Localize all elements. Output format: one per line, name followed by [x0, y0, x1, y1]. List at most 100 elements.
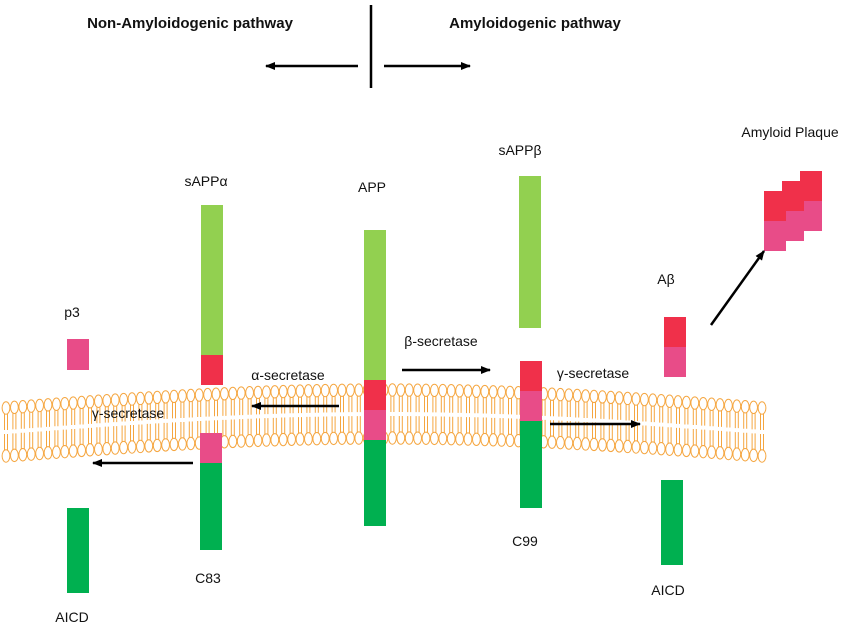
lipid-head — [480, 432, 490, 447]
amyloid-plaque-label: Amyloid Plaque — [741, 124, 838, 140]
lipid-head — [724, 398, 733, 413]
sappa-label: sAPPα — [184, 173, 227, 189]
lipid-head — [757, 449, 767, 463]
lipid-head — [354, 431, 364, 445]
lipid-head — [295, 432, 305, 446]
lipid-head — [698, 396, 708, 411]
lipid-head — [60, 396, 70, 411]
lipid-head — [253, 385, 263, 400]
c83-pink-segment — [200, 433, 222, 463]
sappa-red-segment — [201, 355, 223, 385]
lipid-head — [94, 442, 103, 456]
lipid-head — [304, 432, 313, 446]
aicd-left-label: AICD — [55, 609, 88, 625]
lipid-head — [757, 401, 767, 415]
lipid-head — [572, 388, 582, 403]
lipid-head — [346, 383, 355, 397]
lipid-head — [119, 392, 128, 407]
lipid-tail — [600, 402, 605, 439]
lipid-head — [94, 394, 103, 408]
lipid-tail — [642, 405, 647, 442]
lipid-tail — [508, 398, 512, 435]
lipid-tail — [37, 411, 42, 448]
lipid-head — [682, 395, 691, 410]
lipid-head — [430, 383, 439, 398]
lipid-head — [43, 446, 53, 460]
lipid-tail — [415, 396, 420, 433]
lipid-head — [446, 383, 456, 398]
lipid-tail — [760, 414, 764, 450]
c99-red-segment — [520, 361, 542, 391]
lipid-head — [623, 391, 632, 406]
lipid-head — [287, 432, 297, 447]
lipid-head — [505, 433, 515, 448]
p3-fragment — [67, 339, 89, 370]
lipid-head — [665, 394, 674, 408]
lipid-tail — [634, 405, 638, 441]
lipid-head — [203, 387, 213, 402]
lipid-head — [472, 432, 481, 447]
lipid-head — [35, 398, 44, 413]
lipid-head — [236, 386, 246, 400]
lipid-head — [60, 444, 70, 459]
lipid-head — [77, 443, 86, 458]
beta-secretase-label: β-secretase — [404, 333, 478, 349]
c99-label: C99 — [512, 533, 538, 549]
p3-label: p3 — [64, 304, 80, 320]
lipid-head — [598, 390, 607, 404]
lipid-head — [127, 440, 137, 454]
lipid-tail — [743, 412, 748, 449]
lipid-head — [656, 393, 666, 408]
lipid-head — [10, 400, 19, 415]
lipid-head — [110, 393, 120, 407]
lipid-tail — [214, 400, 218, 437]
lipid-tail — [298, 397, 302, 434]
lipid-head — [77, 395, 86, 410]
lipid-head — [245, 386, 255, 400]
lipid-head — [278, 384, 288, 399]
lipid-head — [43, 398, 53, 412]
lipid-head — [556, 435, 565, 450]
lipid-head — [606, 438, 616, 453]
lipid-tail — [692, 409, 697, 446]
lipid-head — [18, 448, 28, 462]
lipid-tail — [701, 409, 706, 446]
lipid-head — [329, 431, 339, 446]
lipid-head — [127, 392, 137, 406]
lipid-tail — [659, 406, 664, 443]
app-label: APP — [358, 179, 386, 195]
lipid-tail — [331, 396, 336, 433]
lipid-tail — [709, 410, 714, 447]
lipid-head — [421, 383, 431, 397]
lipid-tail — [474, 397, 479, 434]
alpha-secretase-label: α-secretase — [251, 367, 325, 383]
lipid-head — [455, 384, 465, 398]
lipid-head — [581, 389, 590, 403]
lipid-tail — [71, 409, 76, 446]
c83-green-segment — [200, 463, 222, 550]
lipid-head — [287, 384, 297, 399]
lipid-head — [707, 445, 716, 459]
lipid-head — [245, 434, 255, 448]
lipid-tail — [667, 407, 672, 444]
lipid-head — [421, 431, 431, 445]
lipid-tail — [46, 410, 50, 447]
lipid-head — [682, 443, 691, 458]
c99-green-segment — [520, 421, 542, 508]
lipid-head — [144, 391, 154, 405]
lipid-head — [320, 383, 330, 398]
lipid-head — [68, 444, 78, 458]
abeta-fragment — [664, 317, 686, 377]
lipid-head — [413, 383, 423, 397]
lipid-tail — [130, 405, 134, 441]
lipid-head — [10, 448, 19, 463]
lipid-tail — [138, 404, 143, 441]
lipid-tail — [306, 396, 311, 433]
lipid-head — [161, 438, 171, 452]
aicd-right-fragment — [661, 480, 683, 565]
lipid-head — [656, 441, 666, 456]
c99-pink-segment — [520, 391, 542, 421]
lipid-head — [278, 432, 288, 447]
lipid-tail — [390, 396, 395, 433]
